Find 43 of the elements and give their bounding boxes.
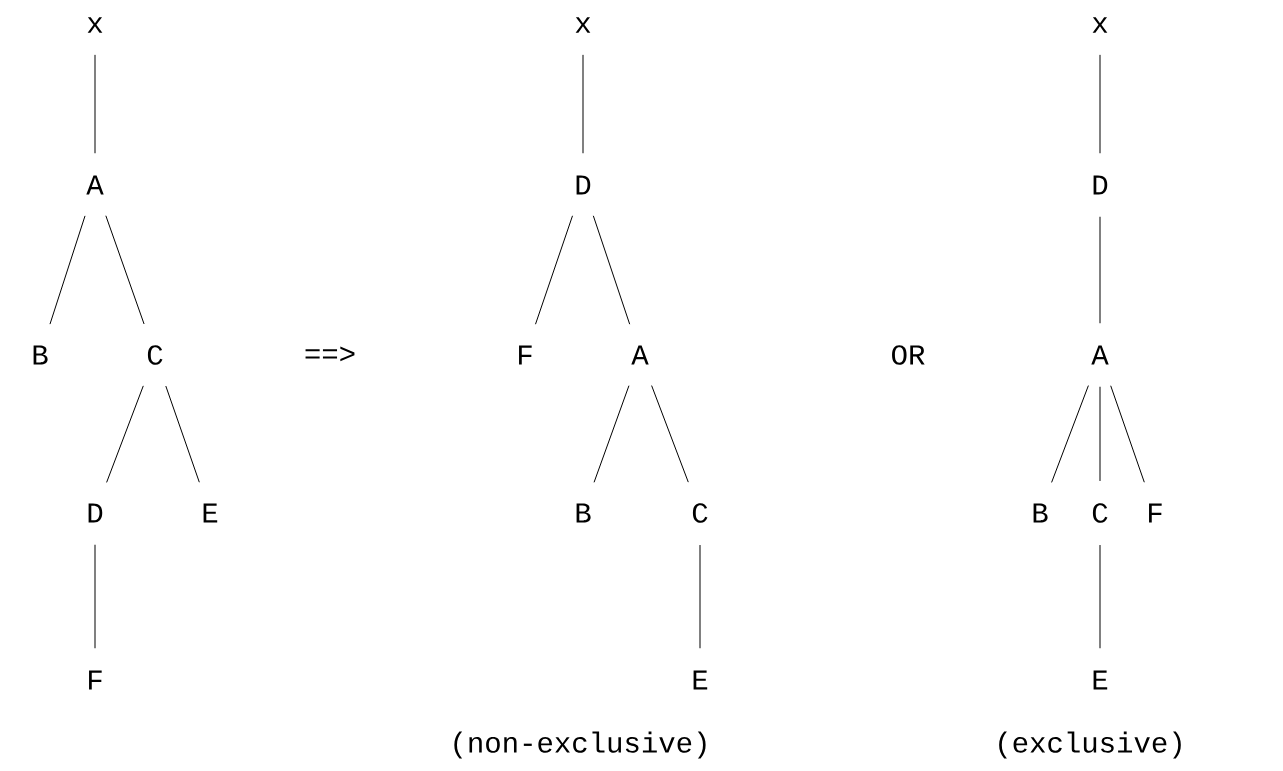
tree-letter: C [692, 503, 708, 523]
tree-letter: F [519, 345, 532, 365]
tree-line [1099, 544, 1101, 649]
text-label: OR [892, 345, 925, 365]
tree-letter: B [33, 345, 48, 365]
tree-line [593, 385, 630, 483]
tree-line [94, 544, 96, 649]
tree-line [1110, 385, 1145, 483]
tree-letter: B [576, 503, 591, 523]
tree-line [94, 54, 96, 154]
tree-letter: F [89, 670, 102, 690]
tree-letter: F [1149, 503, 1162, 523]
tree-line [49, 215, 86, 325]
tree-letter: E [1093, 670, 1108, 690]
tree-letter: D [1093, 175, 1108, 195]
tree-line [592, 215, 631, 325]
text-label: ==> [305, 346, 355, 362]
tree-letter: C [1092, 503, 1108, 523]
tree-line [699, 544, 701, 649]
tree-line [651, 385, 689, 483]
tree-letter: A [86, 175, 104, 195]
tree-letter: D [88, 503, 103, 523]
tree-letter: E [693, 670, 708, 690]
tree-line [1099, 54, 1101, 154]
tree-letter: x [1092, 17, 1108, 33]
tree-line [535, 215, 573, 325]
tree-letter: B [1033, 503, 1048, 523]
tree-letter: A [631, 345, 649, 365]
text-label: (non-exclusive) [454, 731, 706, 759]
tree-letter: D [576, 175, 591, 195]
tree-letter: C [147, 345, 163, 365]
tree-line [105, 215, 145, 325]
tree-line [165, 385, 200, 483]
tree-line [1051, 385, 1089, 483]
tree-letter: E [203, 503, 218, 523]
tree-line [1099, 216, 1101, 324]
tree-letter: x [87, 17, 103, 33]
tree-letter: x [575, 17, 591, 33]
text-label: (exclusive) [999, 731, 1181, 759]
tree-letter: A [1091, 345, 1109, 365]
tree-line [106, 385, 144, 483]
tree-line [582, 54, 584, 154]
tree-line [1099, 386, 1101, 482]
